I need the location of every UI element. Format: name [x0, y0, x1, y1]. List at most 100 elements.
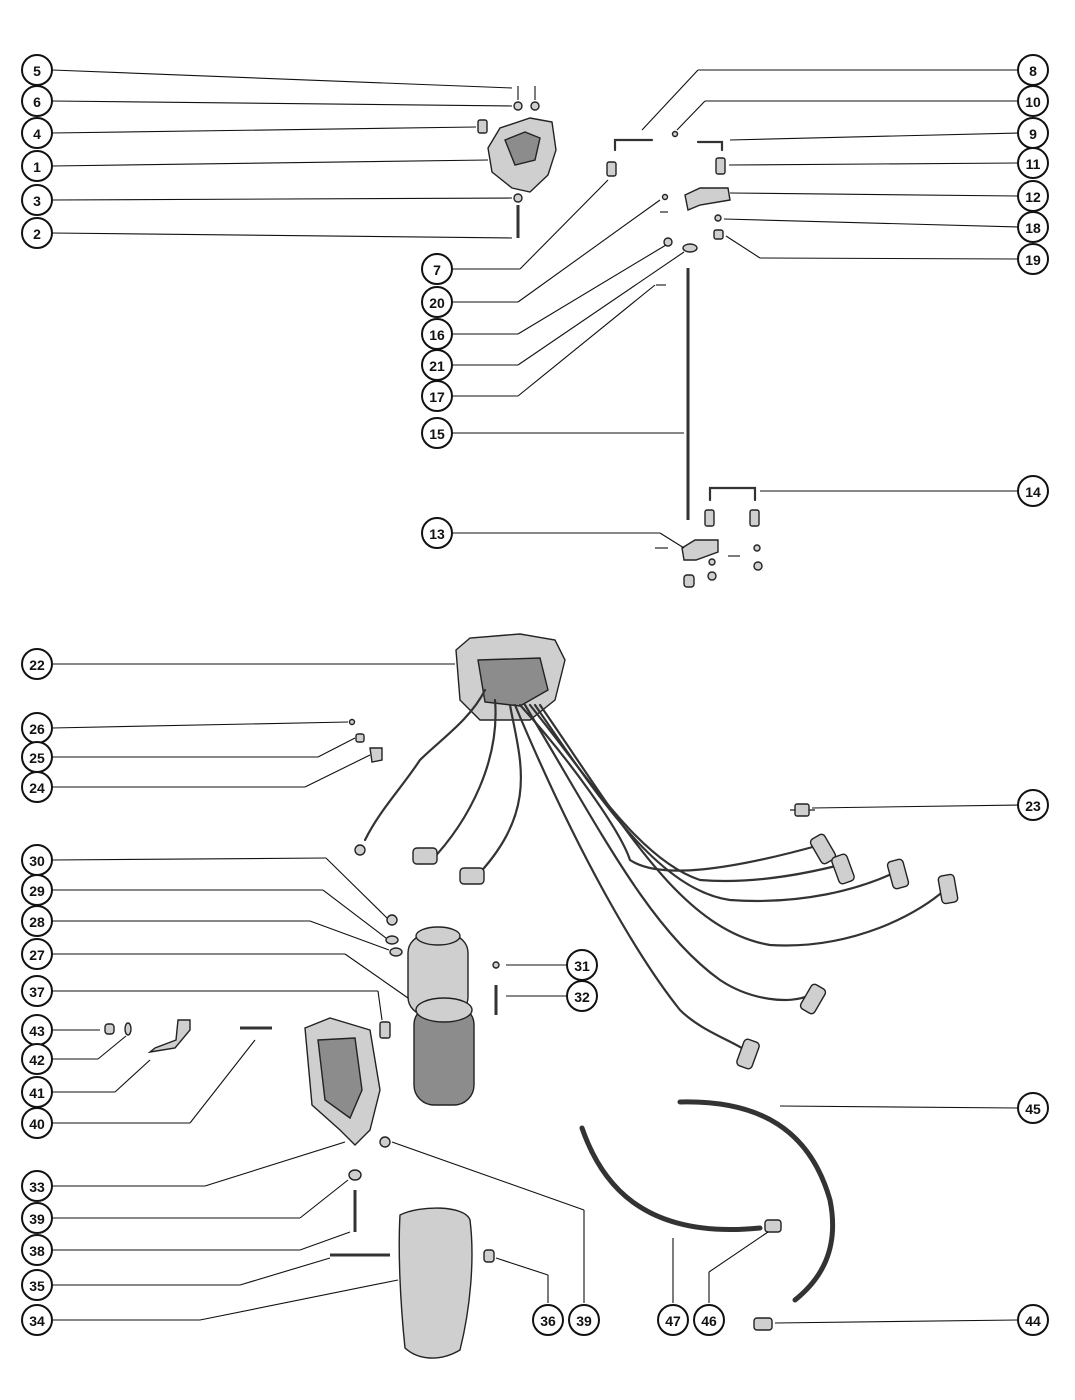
callout-number: 47	[665, 1313, 681, 1329]
callout-number: 9	[1029, 126, 1037, 142]
distributor-body	[104, 1017, 495, 1359]
callout-28: 28	[21, 905, 53, 937]
callout-4: 4	[21, 117, 53, 149]
callout-33: 33	[21, 1170, 53, 1202]
callout-circle	[21, 1269, 53, 1301]
callout-circle	[21, 1107, 53, 1139]
callout-number: 27	[29, 947, 45, 963]
callout-number: 30	[29, 853, 45, 869]
callout-number: 42	[29, 1052, 45, 1068]
callout-29: 29	[21, 874, 53, 906]
callout-number: 18	[1025, 220, 1041, 236]
callout-24: 24	[21, 771, 53, 803]
callout-number: 12	[1025, 189, 1041, 205]
callout-circle	[21, 184, 53, 216]
callout-number: 7	[433, 262, 441, 278]
callout-circle	[21, 1234, 53, 1266]
callout-number: 21	[429, 358, 445, 374]
callout-45: 45	[1017, 1092, 1049, 1124]
callout-31: 31	[566, 949, 598, 981]
callout-circle	[21, 217, 53, 249]
callout-number: 14	[1025, 484, 1041, 500]
callout-number: 19	[1025, 252, 1041, 268]
callout-number: 17	[429, 389, 445, 405]
callout-number: 3	[33, 193, 41, 209]
callout-circle	[21, 1043, 53, 1075]
callout-circle	[568, 1304, 600, 1336]
callout-number: 43	[29, 1023, 45, 1039]
callout-circle	[21, 648, 53, 680]
callout-circle	[1017, 147, 1049, 179]
callout-44: 44	[1017, 1304, 1049, 1336]
callout-30: 30	[21, 844, 53, 876]
callout-13: 13	[421, 517, 453, 549]
callout-6: 6	[21, 85, 53, 117]
callout-number: 46	[701, 1313, 717, 1329]
callout-number: 16	[429, 327, 445, 343]
callout-number: 11	[1026, 156, 1041, 172]
callout-14: 14	[1017, 475, 1049, 507]
callout-number: 1	[33, 159, 41, 175]
callout-16: 16	[421, 318, 453, 350]
callout-9: 9	[1017, 117, 1049, 149]
callout-circle	[21, 938, 53, 970]
callout-5: 5	[21, 54, 53, 86]
callout-38: 38	[21, 1234, 53, 1266]
distributor-cap-harness	[348, 633, 959, 1070]
callout-circle	[566, 980, 598, 1012]
callout-number: 34	[29, 1313, 45, 1329]
callout-number: 13	[429, 526, 445, 542]
callout-39a: 39	[21, 1202, 53, 1234]
callout-number: 32	[574, 989, 590, 1005]
callout-number: 31	[574, 958, 590, 974]
callout-number: 25	[29, 750, 45, 766]
callout-number: 37	[29, 984, 45, 1000]
callout-circle	[421, 417, 453, 449]
callout-22: 22	[21, 648, 53, 680]
callout-circle	[1017, 1092, 1049, 1124]
callout-circle	[421, 253, 453, 285]
callout-12: 12	[1017, 180, 1049, 212]
callout-8: 8	[1017, 54, 1049, 86]
callout-number: 26	[29, 721, 45, 737]
callout-number: 28	[29, 914, 45, 930]
callout-7: 7	[421, 253, 453, 285]
callout-10: 10	[1017, 85, 1049, 117]
callout-35: 35	[21, 1269, 53, 1301]
callout-number: 36	[540, 1313, 556, 1329]
callout-number: 6	[33, 94, 41, 110]
callout-21: 21	[421, 349, 453, 381]
callout-36: 36	[532, 1304, 564, 1336]
callout-41: 41	[21, 1076, 53, 1108]
callout-circle	[532, 1304, 564, 1336]
callout-39b: 39	[568, 1304, 600, 1336]
callout-18: 18	[1017, 211, 1049, 243]
callout-circle	[421, 286, 453, 318]
callout-circle	[1017, 85, 1049, 117]
callout-number: 8	[1029, 63, 1037, 79]
callout-number: 35	[29, 1278, 45, 1294]
callout-circle	[657, 1304, 689, 1336]
callout-number: 20	[429, 295, 445, 311]
callout-circle	[1017, 211, 1049, 243]
callout-layer: 5641328109111218197201621171514132226252…	[21, 54, 1049, 1336]
ignition-coil	[385, 914, 500, 1106]
mounting-bracket	[477, 86, 617, 238]
callout-number: 39	[29, 1211, 45, 1227]
callout-43: 43	[21, 1014, 53, 1046]
callout-circle	[1017, 475, 1049, 507]
callout-2: 2	[21, 217, 53, 249]
callout-number: 22	[29, 657, 45, 673]
callout-42: 42	[21, 1043, 53, 1075]
callout-17: 17	[421, 380, 453, 412]
callout-number: 44	[1025, 1313, 1041, 1329]
callout-number: 4	[33, 126, 41, 142]
callout-15: 15	[421, 417, 453, 449]
callout-number: 24	[29, 780, 45, 796]
callout-circle	[21, 85, 53, 117]
callout-number: 40	[29, 1116, 45, 1132]
callout-circle	[693, 1304, 725, 1336]
callout-number: 23	[1025, 798, 1041, 814]
callout-circle	[421, 517, 453, 549]
